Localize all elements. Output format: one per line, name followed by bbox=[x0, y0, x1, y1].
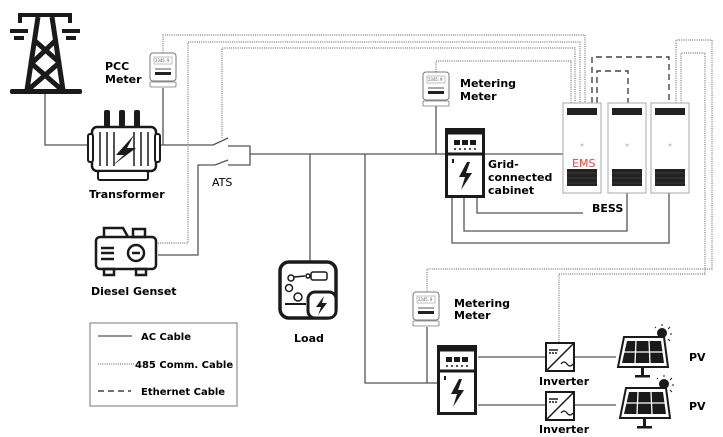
power-tower-icon bbox=[10, 13, 82, 94]
diesel-genset-label: Diesel Genset bbox=[91, 285, 177, 298]
legend-485-label: 485 Comm. Cable bbox=[135, 360, 233, 371]
metering-meter-top-label-1: Metering bbox=[460, 77, 516, 90]
inverter-2-label: Inverter bbox=[539, 423, 590, 436]
meter-bottom-display: 2345.9 bbox=[418, 297, 433, 302]
pv-2-label: PV bbox=[689, 400, 706, 413]
grid-cabinet-label-1: Grid- bbox=[488, 158, 519, 171]
diesel-genset-icon bbox=[94, 226, 158, 277]
legend-ethernet-label: Ethernet Cable bbox=[141, 387, 225, 398]
grid-cabinet-label-2: connected bbox=[488, 171, 552, 184]
grid-connected-cabinet-icon bbox=[445, 128, 485, 198]
bess-ems-cabinet-icon bbox=[562, 102, 602, 194]
inverter-1-label: Inverter bbox=[539, 375, 590, 388]
metering-meter-bottom-label-1: Metering bbox=[454, 297, 510, 310]
comm-cables bbox=[158, 34, 713, 343]
transformer-label: Transformer bbox=[89, 188, 165, 201]
ems-label: EMS bbox=[572, 157, 595, 170]
legend: AC Cable 485 Comm. Cable Ethernet Cable bbox=[89, 322, 238, 407]
pv-panel-1-icon bbox=[617, 323, 673, 379]
pcc-meter-label-2: Meter bbox=[105, 73, 142, 86]
metering-meter-top-label-2: Meter bbox=[460, 90, 497, 103]
pv-panel-2-icon bbox=[619, 374, 675, 430]
inverter-2-icon bbox=[545, 391, 575, 421]
load-label: Load bbox=[294, 332, 324, 345]
pcc-meter-label-1: PCC bbox=[105, 60, 129, 73]
grid-cabinet-label-3: cabinet bbox=[488, 184, 534, 197]
inverter-1-icon bbox=[545, 342, 575, 372]
bess-label: BESS bbox=[592, 202, 623, 215]
meter-top-display: 2345.9 bbox=[428, 77, 443, 82]
ac-cables bbox=[44, 88, 670, 406]
metering-meter-bottom-label-2: Meter bbox=[454, 309, 491, 322]
bess-cabinet-2-icon bbox=[607, 102, 647, 194]
legend-ac-label: AC Cable bbox=[141, 332, 191, 343]
load-icon bbox=[278, 260, 338, 320]
pcc-meter-display: 2345.9 bbox=[155, 58, 170, 63]
transformer-icon bbox=[87, 110, 161, 181]
pv-1-label: PV bbox=[689, 351, 706, 364]
pv-cabinet-icon bbox=[437, 345, 477, 415]
ats-label: ATS bbox=[212, 176, 232, 189]
ethernet-cables bbox=[591, 56, 670, 103]
bess-cabinet-3-icon bbox=[650, 102, 690, 194]
